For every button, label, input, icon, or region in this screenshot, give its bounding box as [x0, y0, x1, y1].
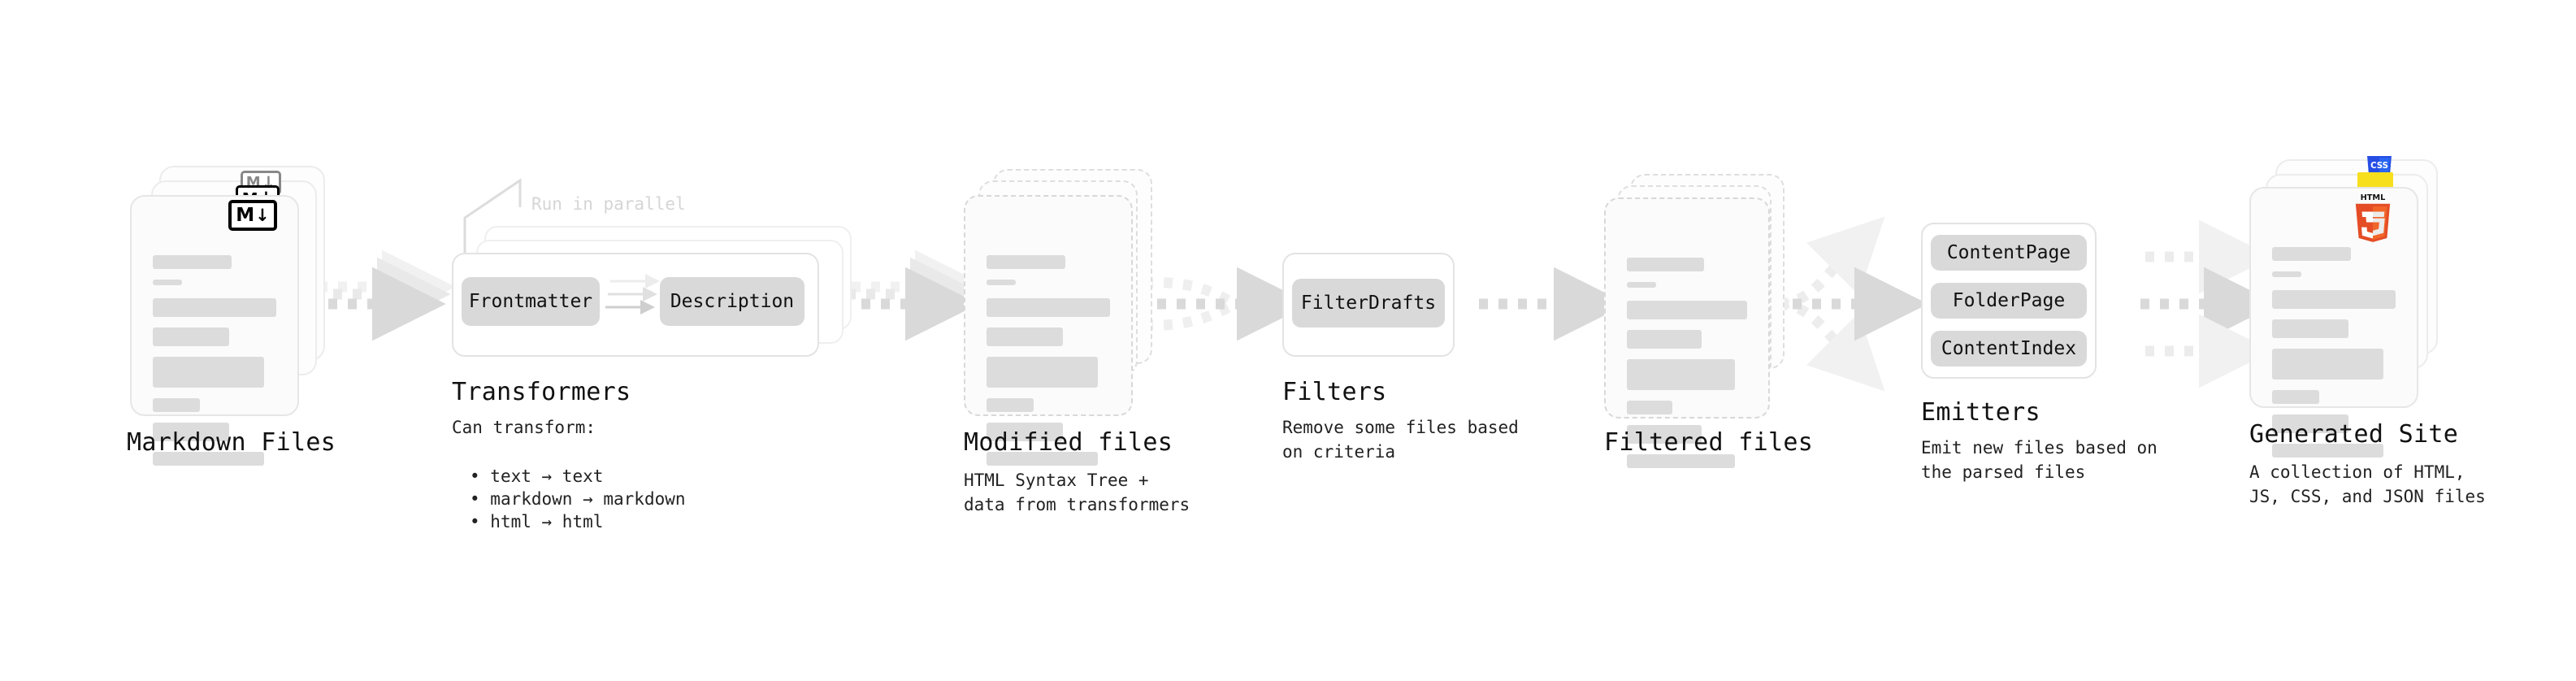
transformers-bullet-1: • markdown → markdown: [470, 463, 686, 512]
skeleton-bar: [987, 398, 1034, 412]
skeleton-bar: [2272, 290, 2396, 309]
filtered-skeleton-bars: [1627, 258, 1747, 479]
modified-files-card: [964, 195, 1133, 466]
skeleton-bar: [153, 357, 264, 388]
skeleton-bar: [987, 255, 1066, 269]
modified-files-description: HTML Syntax Tree + data from transformer…: [964, 471, 1190, 514]
transformers-bullet-1-text: markdown → markdown: [490, 488, 686, 509]
filters-title: Filters: [1282, 378, 1387, 406]
skeleton-bar: [153, 398, 200, 412]
skeleton-bar: [2272, 390, 2319, 404]
connector-emitters-to-site: [2140, 219, 2278, 388]
skeleton-bar: [1627, 258, 1704, 271]
skeleton-bar: [2272, 349, 2383, 380]
skeleton-bar: [987, 452, 1098, 466]
generated-site-description: A collection of HTML, JS, CSS, and JSON …: [2249, 462, 2486, 506]
modified-files-title: Modified files: [964, 428, 1173, 457]
skeleton-bar: [1627, 301, 1747, 319]
bullet-dot: •: [470, 466, 491, 486]
skeleton-bar: [1627, 454, 1736, 468]
emitter-pill-contentpage[interactable]: ContentPage: [1931, 235, 2087, 271]
md-badge-letter: M: [236, 204, 255, 226]
connector-modified-to-filters: [1138, 267, 1311, 341]
md-badge-arrow: ↓: [255, 205, 270, 225]
run-in-parallel-label: Run in parallel: [531, 194, 686, 214]
markdown-files-title: Markdown Files: [127, 428, 336, 457]
filtered-files-title: Filtered files: [1604, 428, 1814, 457]
transformers-description: Can transform:: [452, 418, 596, 437]
skeleton-bar: [153, 452, 264, 466]
skeleton-bar: [987, 280, 1017, 285]
transformers-title: Transformers: [452, 378, 631, 406]
skeleton-bar: [1627, 401, 1673, 414]
connector-filtered-to-emitters: [1773, 216, 1928, 392]
site-skeleton-bars: [2272, 247, 2396, 468]
skeleton-bar: [153, 423, 230, 441]
skeleton-bar: [2272, 444, 2383, 458]
md-badge: M ↓: [228, 200, 277, 231]
skeleton-bar: [153, 255, 232, 269]
transformer-pill-frontmatter[interactable]: Frontmatter: [462, 277, 600, 326]
emitter-pill-folderpage[interactable]: FolderPage: [1931, 283, 2087, 319]
skeleton-bar: [987, 423, 1064, 441]
emitters-description: Emit new files based on the parsed files: [1921, 438, 2158, 482]
filtered-files-card: [1604, 197, 1770, 468]
bullet-dot: •: [470, 511, 491, 531]
transformers-bullet-2-text: html → html: [490, 511, 604, 531]
skeleton-bar: [987, 357, 1098, 388]
transformer-pill-description[interactable]: Description: [660, 277, 804, 326]
svg-text:CSS: CSS: [2370, 162, 2388, 171]
skeleton-bar: [153, 280, 183, 285]
emitters-title: Emitters: [1921, 398, 2040, 427]
svg-text:HTML: HTML: [2361, 193, 2386, 202]
transformers-bullet-0: • text → text: [470, 440, 603, 489]
markdown-files-card: [130, 195, 299, 466]
skeleton-bar: [1627, 359, 1736, 390]
markdown-skeleton-bars: [153, 255, 276, 476]
skeleton-bar: [987, 298, 1110, 317]
skeleton-bar: [1627, 282, 1656, 288]
skeleton-bar: [1627, 425, 1702, 444]
modified-skeleton-bars: [987, 255, 1110, 476]
skeleton-bar: [987, 327, 1064, 346]
generated-site-title: Generated Site: [2249, 420, 2459, 449]
generated-site-card: [2249, 187, 2418, 458]
html5-icon: HTML: [2355, 193, 2391, 242]
filter-pill-filterdrafts[interactable]: FilterDrafts: [1292, 279, 1445, 327]
skeleton-bar: [1627, 330, 1702, 349]
filters-description: Remove some files based on criteria: [1282, 418, 1519, 462]
connector-transformers-to-modified: [842, 249, 989, 341]
emitter-pill-contentindex[interactable]: ContentIndex: [1931, 331, 2087, 367]
skeleton-bar: [153, 298, 276, 317]
skeleton-bar: [2272, 319, 2349, 338]
skeleton-bar: [2272, 247, 2352, 261]
skeleton-bar: [153, 327, 230, 346]
bullet-dot: •: [470, 488, 491, 509]
transformers-bullet-2: • html → html: [470, 486, 603, 535]
transformers-bullet-0-text: text → text: [490, 466, 604, 486]
skeleton-bar: [2272, 271, 2302, 277]
skeleton-bar: [2272, 414, 2349, 433]
